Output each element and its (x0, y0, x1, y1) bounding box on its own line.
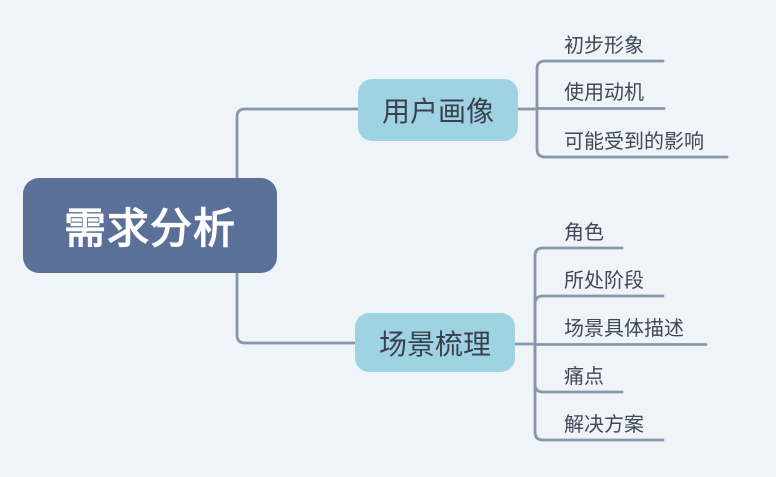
branch-scene-analysis[interactable]: 场景梳理 (355, 313, 515, 372)
child-initial-image[interactable]: 初步形象 (564, 35, 644, 57)
branch-user-persona[interactable]: 用户画像 (358, 79, 518, 141)
underline-stage (533, 294, 665, 346)
child-pain-points[interactable]: 痛点 (564, 366, 604, 388)
underline-possible-impact (535, 107, 729, 159)
underline-solution (533, 342, 665, 442)
root-topic[interactable]: 需求分析 (23, 178, 277, 273)
child-scenario-description[interactable]: 场景具体描述 (564, 318, 684, 340)
connector-root-to-user-persona (235, 107, 360, 181)
child-solution[interactable]: 解决方案 (564, 414, 644, 436)
underline-initial-image (535, 59, 665, 111)
child-possible-impact[interactable]: 可能受到的影响 (564, 131, 704, 153)
child-stage[interactable]: 所处阶段 (564, 270, 644, 292)
child-role[interactable]: 角色 (564, 222, 604, 244)
child-usage-motivation[interactable]: 使用动机 (564, 82, 644, 104)
connector-root-to-scene (235, 270, 357, 345)
underline-role (533, 246, 624, 346)
